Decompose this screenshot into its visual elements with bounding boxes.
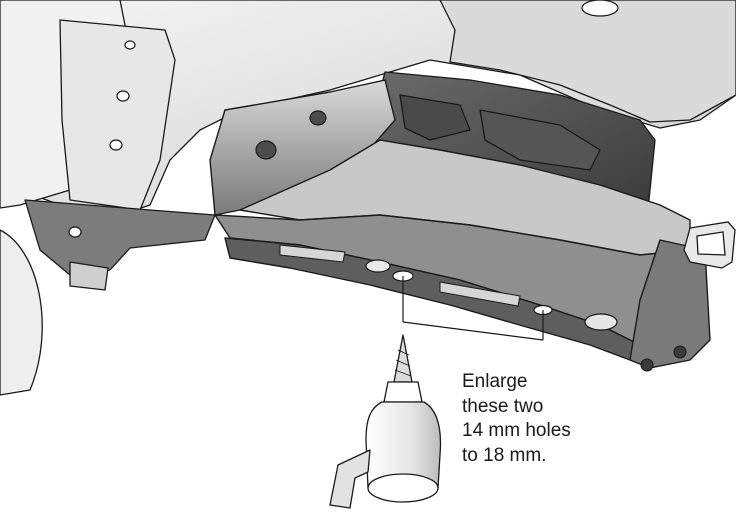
callout-line-4: to 18 mm.: [462, 444, 547, 466]
callout-line-2: these two: [462, 395, 544, 417]
callout-line-3: 14 mm holes: [462, 420, 571, 441]
rail-slots: [279, 244, 521, 307]
drill-icon: [329, 334, 442, 509]
drill-chuck: [383, 381, 423, 403]
bracket-panel: [59, 19, 176, 211]
left-wheel-arch: [0, 229, 43, 396]
body-panels: [0, 0, 736, 396]
upper-right-panel: [439, 0, 736, 123]
hole-leader-lines: [402, 276, 544, 341]
upper-holes: [68, 0, 619, 238]
drill-back-cap: [367, 473, 439, 503]
mount-bolts: [640, 345, 687, 372]
tow-hook: [683, 221, 736, 269]
drill-handle: [329, 449, 371, 509]
left-lower-bracket: [24, 199, 216, 276]
left-tab: [69, 261, 109, 291]
instruction-callout: Enlarge these two 14 mm holes to 18 mm.: [462, 370, 632, 468]
callout-line-1: Enlarge: [462, 371, 528, 392]
